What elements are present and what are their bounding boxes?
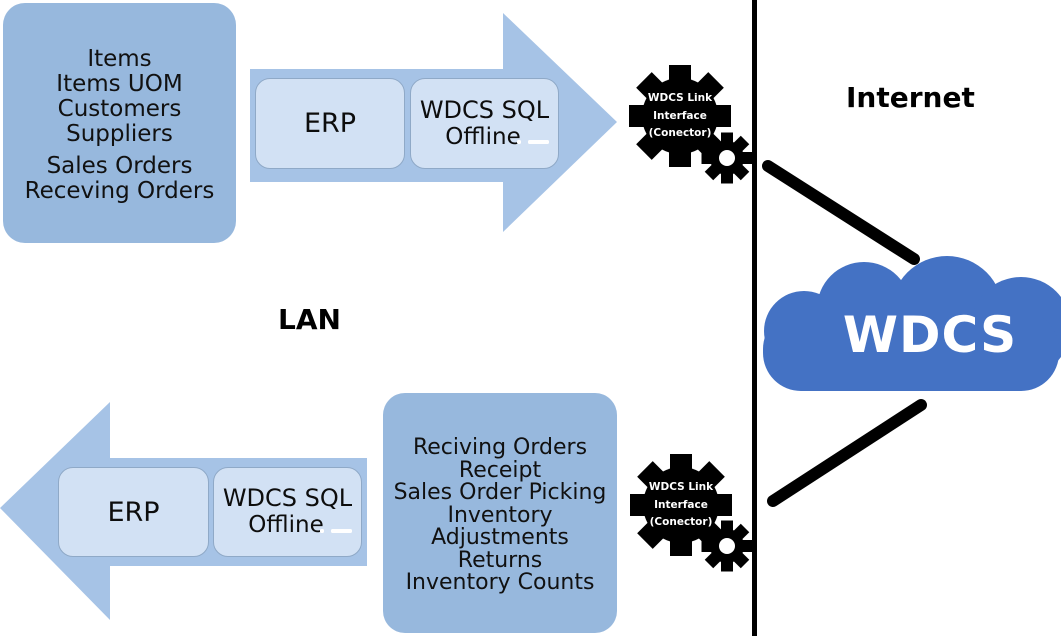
lan-internet-divider: [752, 0, 757, 636]
connector-label-line: Interface: [653, 109, 707, 122]
source-item: Adjustments: [431, 525, 569, 550]
source-item: Inventory: [447, 502, 553, 528]
source-item: Sales Orders: [46, 153, 193, 179]
source-item: Inventory Counts: [405, 570, 595, 595]
connector-label-line: Interface: [654, 498, 708, 511]
source-item: Receipt: [458, 457, 542, 483]
connector-label-bottom: WDCS Link Interface (Conector): [626, 479, 736, 532]
erp-node-bottom: ERP: [58, 467, 209, 557]
bottom-source-data-box: Reciving Orders Receipt Sales Order Pick…: [383, 393, 617, 633]
top-source-data-box: Items Items UOM Customers Suppliers Sale…: [3, 3, 236, 243]
connector-label-line: (Conector): [649, 516, 713, 528]
small-gear-icon: [701, 132, 753, 184]
sql-node-top: WDCS SQL Offline: [410, 78, 559, 169]
sql-label-line1: WDCS SQL: [222, 484, 353, 512]
source-item: Reciving Orders: [412, 435, 588, 460]
sql-node-bottom: WDCS SQL Offline: [213, 467, 362, 557]
connector-label-line: WDCS Link: [648, 481, 714, 493]
connector-label-top: WDCS Link Interface (Conector): [625, 90, 735, 143]
connector-gear-icon: [628, 64, 732, 168]
internet-zone-label: Internet: [846, 81, 975, 114]
cloud-label: WDCS: [842, 306, 1018, 364]
erp-node-top: ERP: [255, 78, 405, 169]
sql-label-line2: Offline: [445, 123, 521, 150]
sql-label-line2: Offline: [248, 512, 324, 538]
connector-gear-icon: [629, 453, 733, 557]
source-item: Returns: [457, 547, 543, 573]
source-item: Sales Order Picking: [393, 480, 607, 505]
connection-line-top: [762, 160, 920, 265]
wdcs-cloud: [760, 251, 1061, 392]
erp-label: ERP: [303, 108, 357, 139]
connector-label-line: WDCS Link: [647, 92, 713, 104]
connector-label-line: (Conector): [648, 127, 712, 139]
source-item: Customers: [57, 96, 182, 122]
lan-zone-label: LAN: [278, 303, 341, 336]
sql-label-line1: WDCS SQL: [419, 95, 550, 124]
source-item: Items UOM: [56, 71, 183, 97]
connection-line-bottom: [767, 399, 927, 507]
small-gear-icon: [701, 520, 753, 572]
source-item: Receving Orders: [24, 178, 215, 204]
source-item: Items: [87, 46, 152, 72]
erp-label: ERP: [107, 496, 160, 528]
source-item: Suppliers: [66, 121, 173, 147]
